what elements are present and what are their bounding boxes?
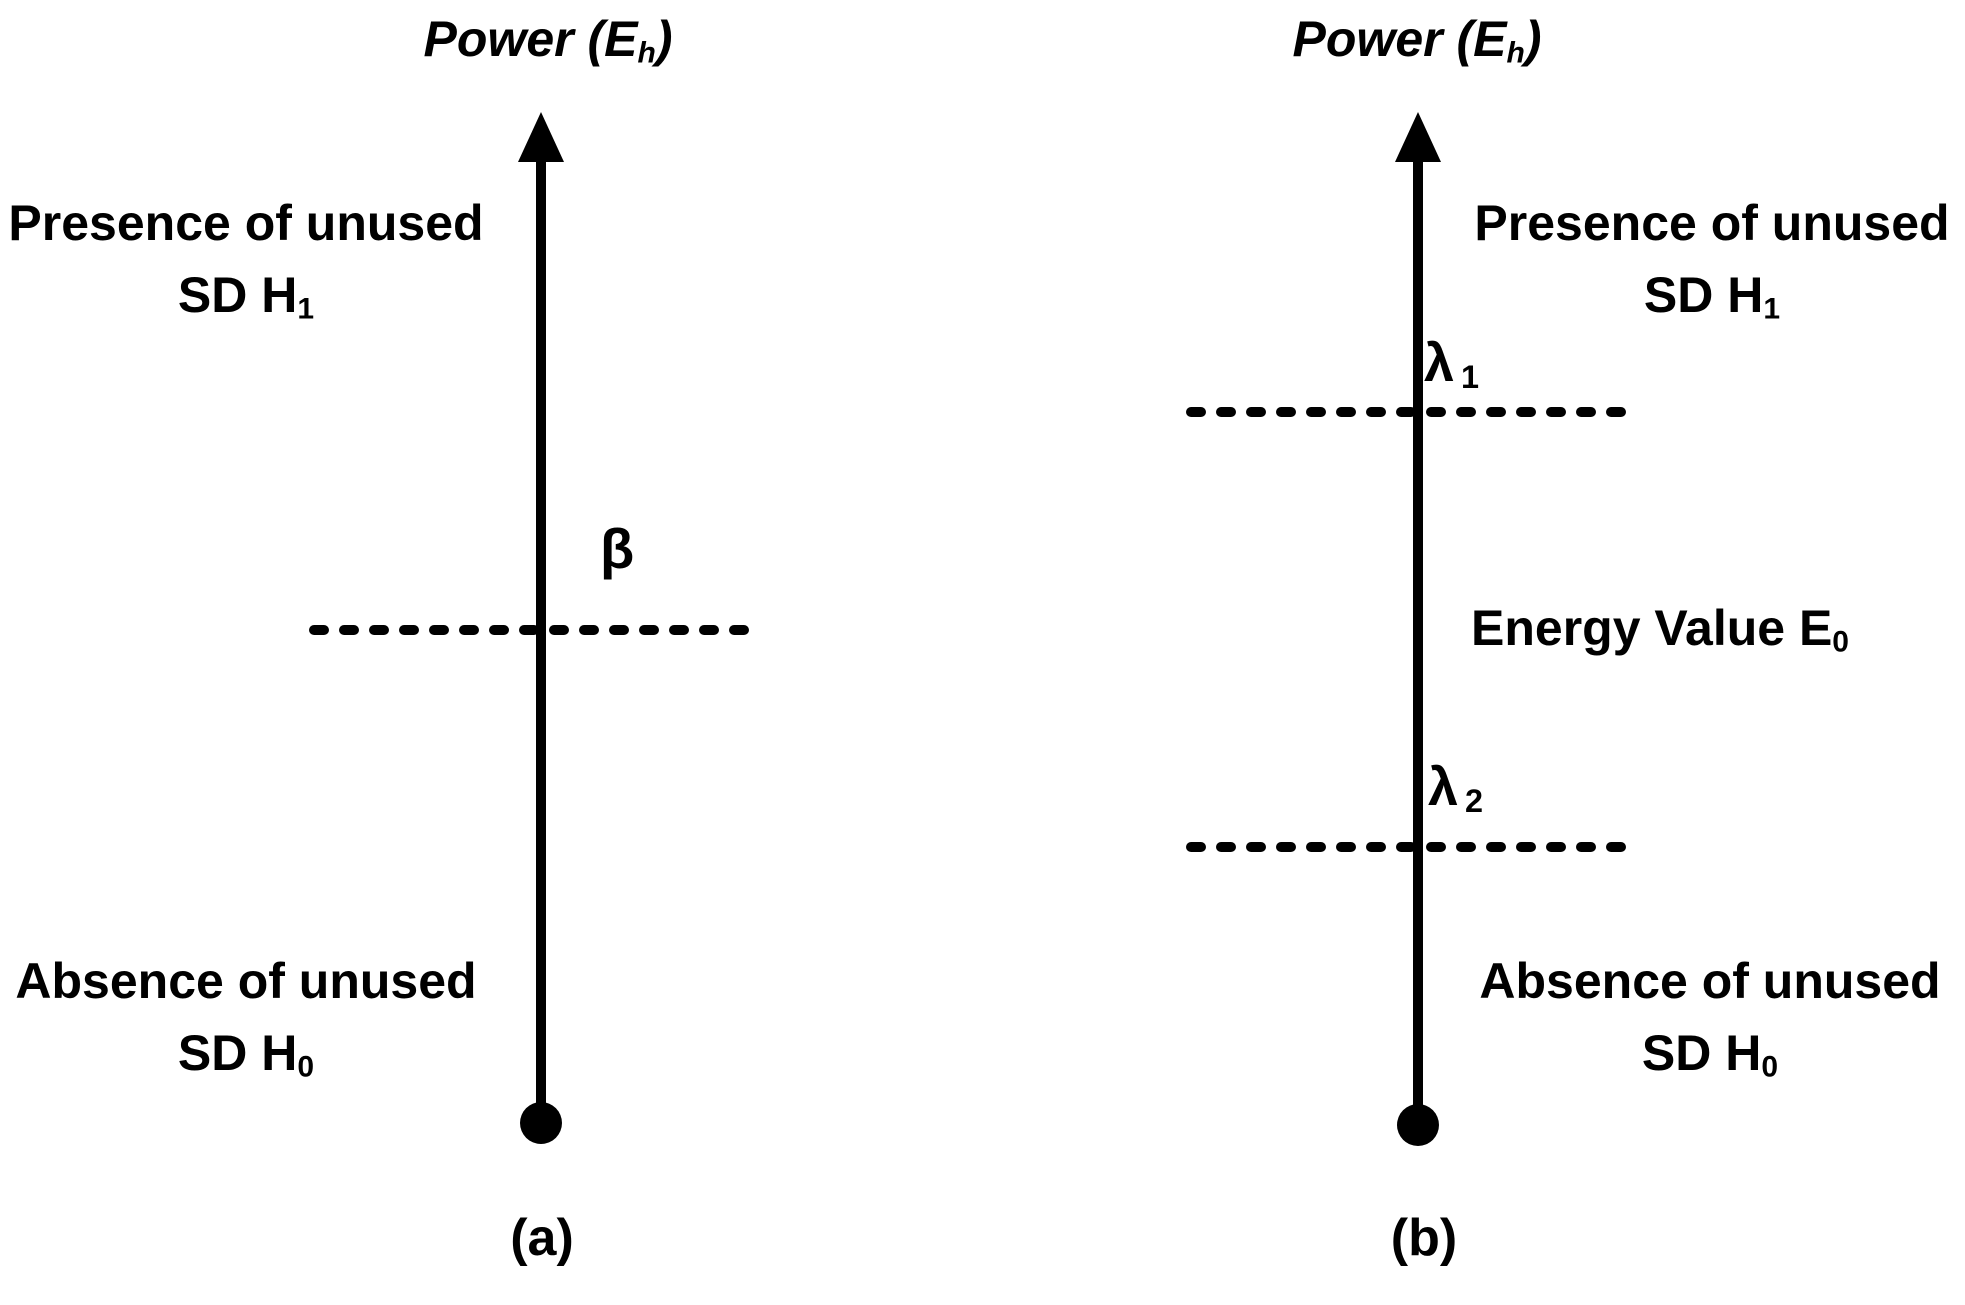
presence-label-a-line2-text: SD H <box>177 267 298 323</box>
power-axis-title-b-subscript: h <box>1506 36 1525 70</box>
presence-label-b: Presence of unused SD H1 <box>1474 187 1949 346</box>
presence-label-a: Presence of unused SD H1 <box>8 187 483 346</box>
absence-label-b-line1: Absence of unused <box>1479 953 1941 1009</box>
caption-b-text: (b) <box>1390 1209 1458 1267</box>
energy-value-text: Energy Value E <box>1471 600 1833 656</box>
axis-line-a <box>536 155 546 1125</box>
presence-label-b-line2: SD H1 <box>1474 259 1949 346</box>
arrowhead-up-icon-a <box>518 112 564 162</box>
axis-line-b <box>1413 155 1423 1125</box>
presence-label-b-line1: Presence of unused <box>1474 195 1950 251</box>
presence-label-b-line2-subscript: 1 <box>1763 292 1781 326</box>
presence-label-b-line2-text: SD H <box>1643 267 1764 323</box>
threshold-dashed-line-b1 <box>1186 407 1640 417</box>
caption-a-text: (a) <box>510 1209 574 1267</box>
beta-threshold-label: β <box>600 521 634 577</box>
caption-b: (b) <box>1391 1212 1457 1264</box>
energy-value-subscript: 0 <box>1832 625 1849 659</box>
power-axis-title-b-close: ) <box>1524 11 1542 67</box>
lambda2-symbol: λ <box>1428 757 1459 817</box>
absence-label-a-line2-subscript: 0 <box>297 1050 315 1084</box>
presence-label-a-line1: Presence of unused <box>8 195 484 251</box>
energy-value-label: Energy Value E0 <box>1471 598 1849 673</box>
beta-symbol: β <box>600 517 635 580</box>
presence-label-a-line2: SD H1 <box>8 259 483 346</box>
power-axis-title-b-text: Power (E <box>1292 11 1507 67</box>
arrowhead-up-icon-b <box>1395 112 1441 162</box>
lambda2-subscript: 2 <box>1465 783 1484 820</box>
absence-label-b-line2: SD H0 <box>1479 1017 1940 1104</box>
power-axis-title-a-text: Power (E <box>423 11 638 67</box>
absence-label-a-line1: Absence of unused <box>15 953 477 1009</box>
lambda1-subscript: 1 <box>1461 359 1480 396</box>
absence-label-a-line2: SD H0 <box>15 1017 476 1104</box>
caption-a: (a) <box>510 1212 574 1264</box>
absence-label-b-line2-text: SD H <box>1641 1025 1762 1081</box>
threshold-dashed-line-a <box>309 625 763 635</box>
threshold-dashed-line-b2 <box>1186 842 1640 852</box>
power-axis-title-a: Power (Eh) <box>424 14 673 79</box>
absence-label-b: Absence of unused SD H0 <box>1479 945 1940 1104</box>
power-axis-title-a-close: ) <box>655 11 673 67</box>
power-axis-title-a-subscript: h <box>637 36 656 70</box>
presence-label-a-line2-subscript: 1 <box>297 292 315 326</box>
absence-label-b-line2-subscript: 0 <box>1761 1050 1779 1084</box>
absence-label-a-line2-text: SD H <box>177 1025 298 1081</box>
origin-dot-a <box>520 1102 562 1144</box>
absence-label-a: Absence of unused SD H0 <box>15 945 476 1104</box>
origin-dot-b <box>1397 1104 1439 1146</box>
power-axis-title-b: Power (Eh) <box>1293 14 1542 79</box>
lambda1-symbol: λ <box>1424 333 1455 393</box>
